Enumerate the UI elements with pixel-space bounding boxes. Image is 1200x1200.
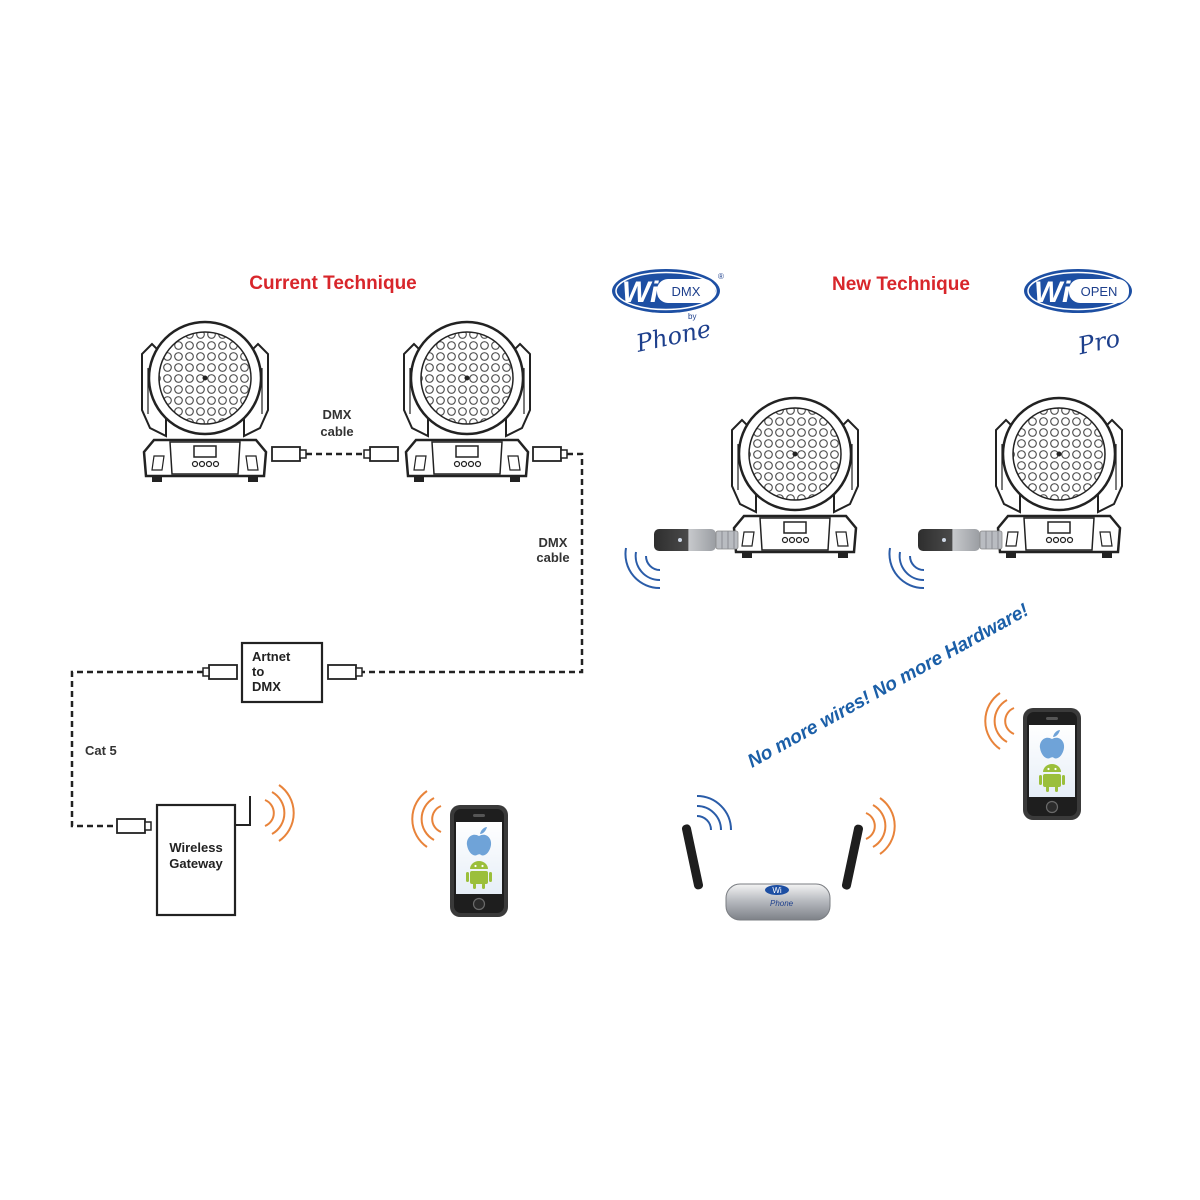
xlr-plug-icon bbox=[363, 446, 399, 462]
svg-text:®: ® bbox=[718, 272, 724, 281]
gateway-antenna-icon bbox=[235, 796, 251, 826]
xlr-plug-icon bbox=[202, 664, 238, 680]
artnet-box-line1: Artnet bbox=[252, 649, 291, 664]
moving-head-light-icon bbox=[402, 320, 532, 484]
artnet-box-line3: DMX bbox=[252, 679, 281, 694]
rj45-plug-icon bbox=[116, 818, 152, 834]
svg-text:Pro: Pro bbox=[1075, 324, 1123, 360]
svg-text:Wi: Wi bbox=[1034, 276, 1071, 309]
wifi-signal-icon bbox=[696, 795, 732, 831]
xlr-plug-icon bbox=[271, 446, 307, 462]
wifi-signal-icon bbox=[984, 692, 1015, 750]
widmx-logo: Wi DMX ® by Phone bbox=[612, 269, 724, 358]
svg-text:OPEN: OPEN bbox=[1081, 284, 1118, 299]
moving-head-light-icon bbox=[730, 396, 860, 560]
wiopen-logo: Wi OPEN Pro bbox=[1024, 269, 1132, 360]
dmx-cable-label-line2: cable bbox=[320, 424, 353, 439]
slogan-text: No more wires! No more Hardware! bbox=[744, 600, 1032, 772]
xlr-plug-icon bbox=[327, 664, 363, 680]
cat5-label: Cat 5 bbox=[85, 743, 117, 758]
artnet-to-dmx-box bbox=[240, 641, 324, 704]
wireless-dmx-dongle-icon bbox=[653, 528, 739, 552]
new-technique-heading: New Technique bbox=[832, 274, 970, 295]
wireless-dmx-dongle-icon bbox=[917, 528, 1003, 552]
wifi-signal-icon bbox=[865, 797, 896, 855]
dmx-cable-label-line2: cable bbox=[536, 550, 569, 565]
smartphone-icon bbox=[1022, 707, 1082, 821]
gateway-box-line2: Gateway bbox=[169, 856, 223, 871]
wifi-signal-icon bbox=[264, 784, 295, 842]
wireless-gateway-box bbox=[155, 803, 237, 917]
svg-text:Phone: Phone bbox=[770, 899, 794, 908]
svg-text:Phone: Phone bbox=[633, 315, 714, 358]
wifi-signal-icon bbox=[411, 790, 442, 848]
svg-text:Wi: Wi bbox=[622, 276, 659, 309]
dual-antenna-router-icon: Wi Phone bbox=[681, 824, 864, 921]
wifi-signal-icon bbox=[888, 547, 925, 590]
wifi-signal-icon bbox=[624, 547, 661, 590]
svg-text:Wi: Wi bbox=[772, 886, 782, 895]
current-technique-heading: Current Technique bbox=[249, 273, 417, 294]
moving-head-light-icon bbox=[140, 320, 270, 484]
svg-text:by: by bbox=[688, 312, 696, 321]
moving-head-light-icon bbox=[994, 396, 1124, 560]
dmx-cable-line bbox=[362, 452, 584, 674]
cat5-cable-line bbox=[70, 670, 203, 828]
artnet-box-line2: to bbox=[252, 664, 264, 679]
gateway-box-line1: Wireless bbox=[169, 840, 222, 855]
svg-text:DMX: DMX bbox=[672, 284, 701, 299]
dmx-cable-label-line1: DMX bbox=[323, 407, 352, 422]
smartphone-icon bbox=[449, 804, 509, 918]
xlr-plug-icon bbox=[532, 446, 568, 462]
dmx-cable-label-line1: DMX bbox=[539, 535, 568, 550]
